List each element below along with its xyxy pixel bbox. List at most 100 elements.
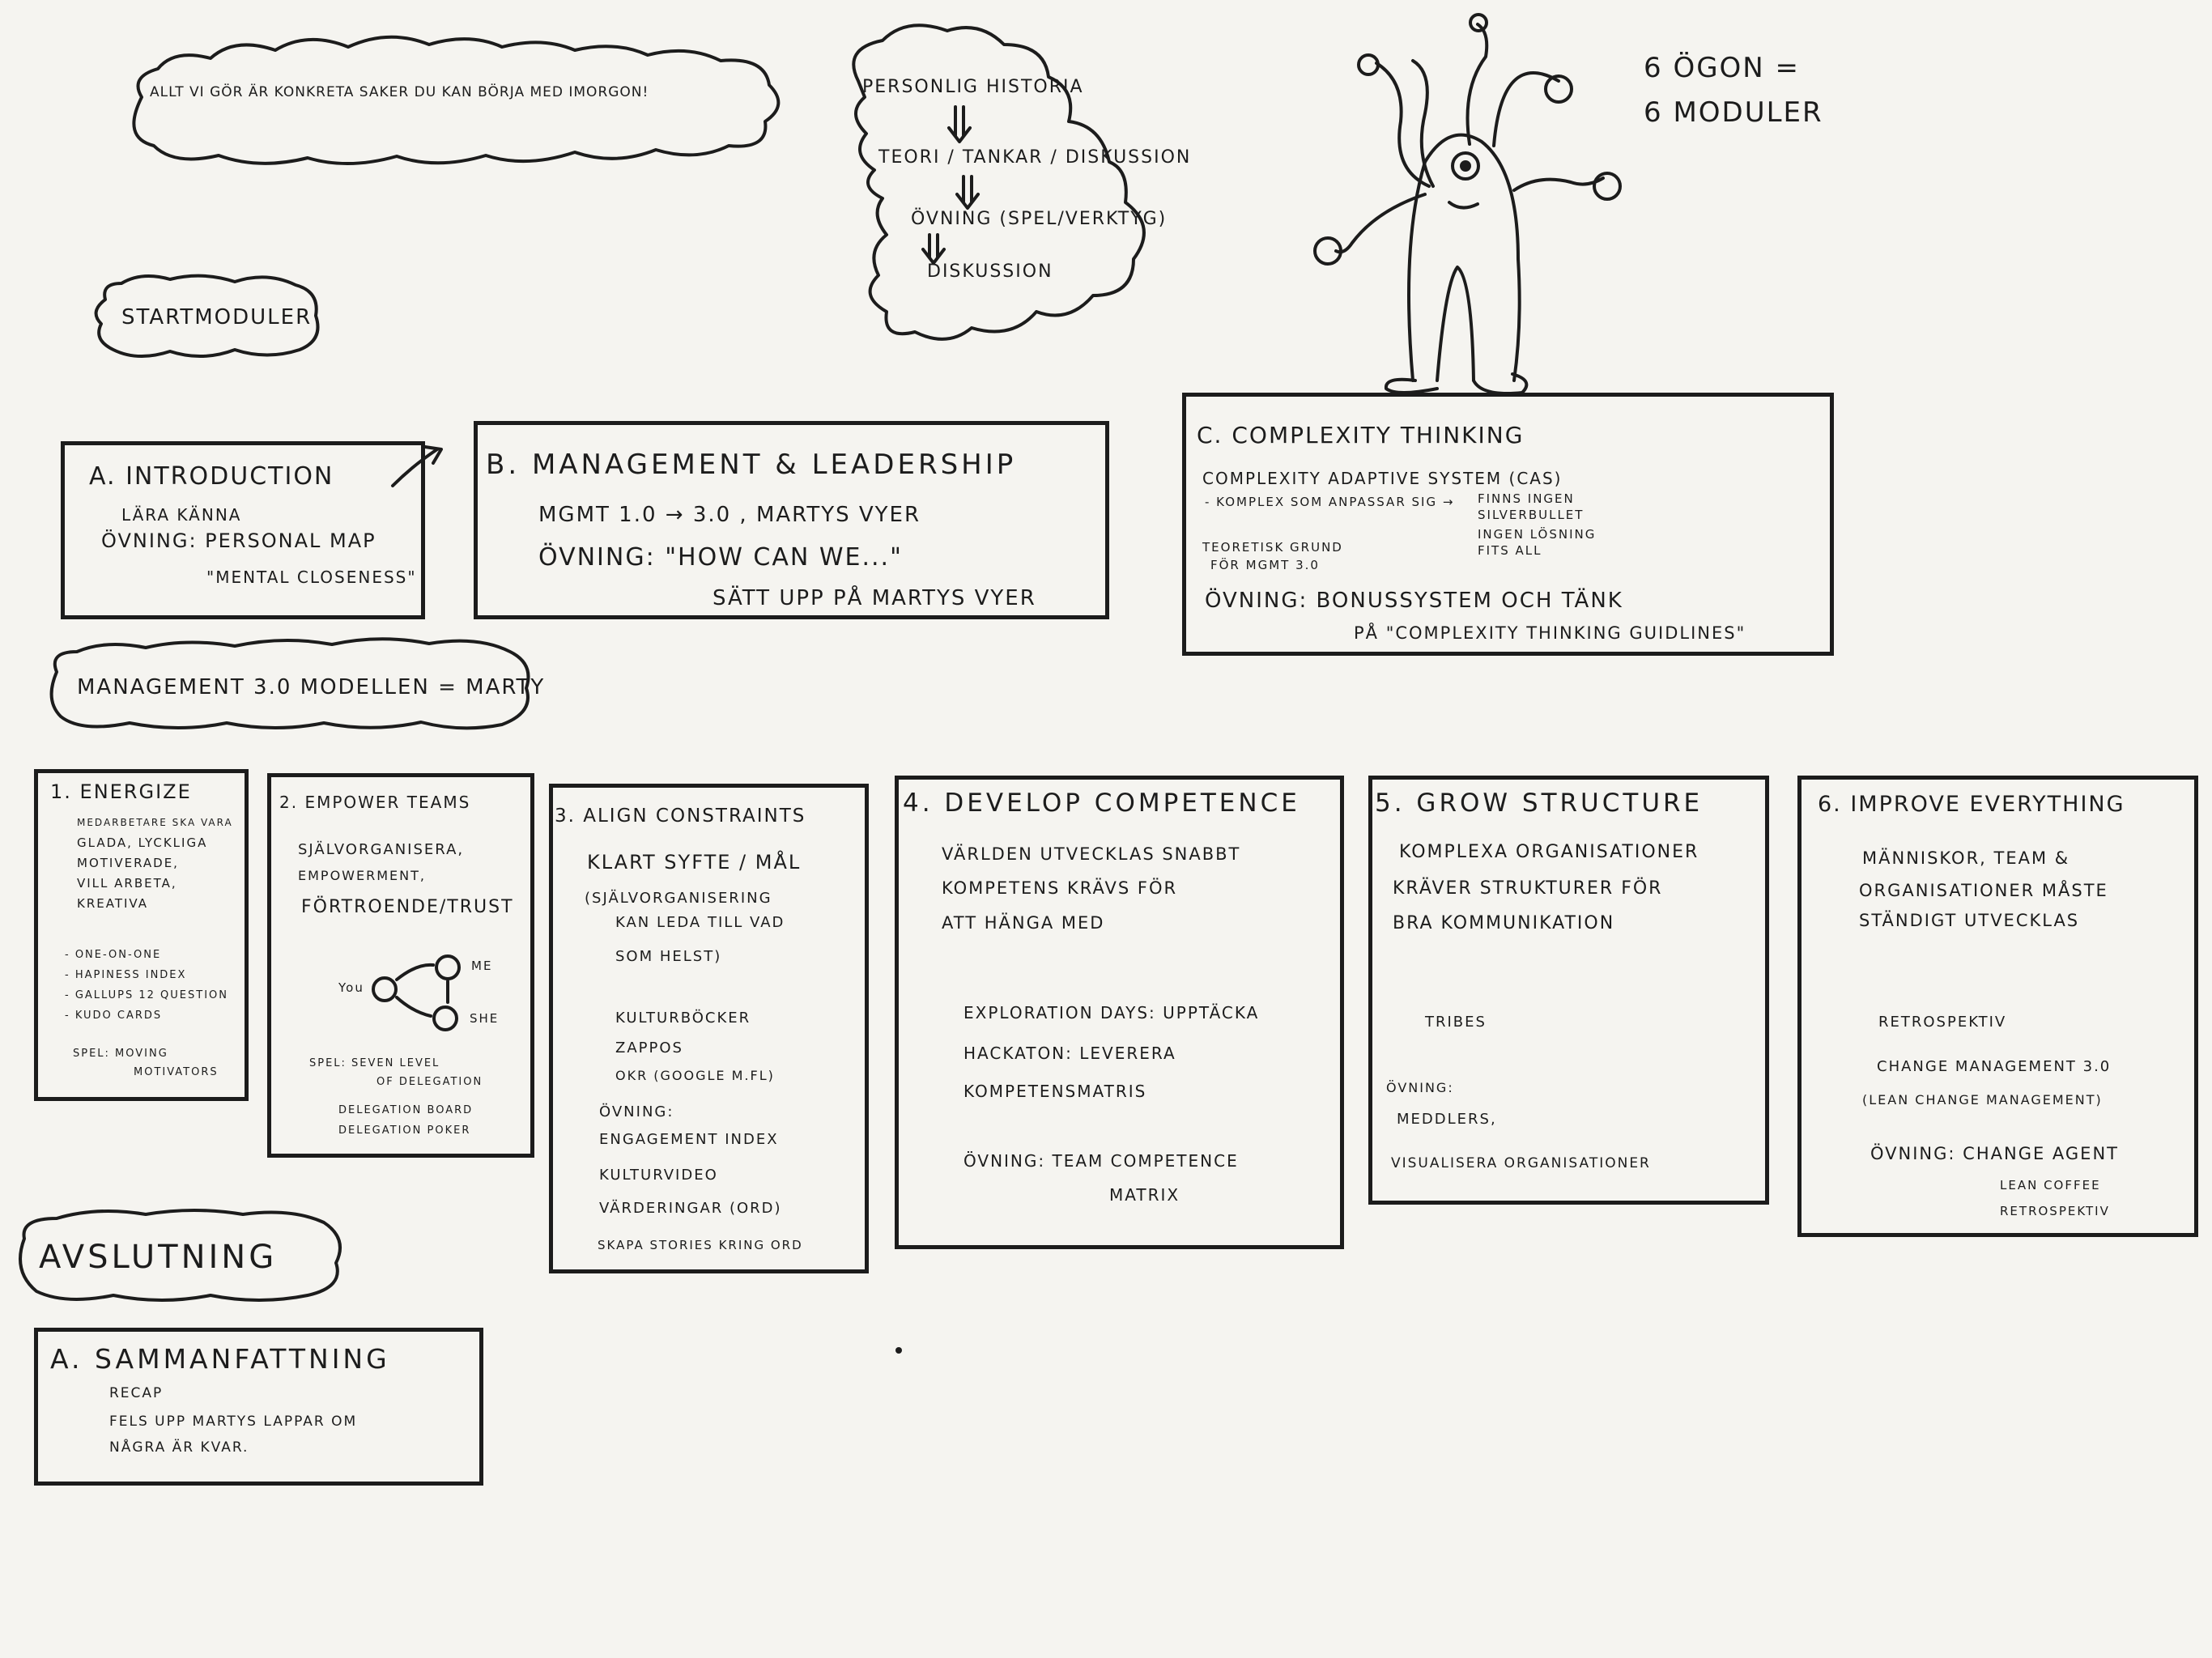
module-b-management-leadership — [474, 421, 1109, 619]
module-3-align-constraints — [549, 784, 869, 1273]
module-5-line-6: Meddlers, — [1397, 1111, 1497, 1128]
module-2-game-1: Spel: Seven level — [309, 1057, 440, 1069]
module-6-line-5: Change management 3.0 — [1877, 1058, 2112, 1075]
module-2-line-3: Förtroende/Trust — [301, 897, 514, 917]
module-1-line-2: glada, lyckliga — [77, 835, 208, 850]
module-2-game-3: Delegation Board — [338, 1104, 474, 1116]
module-6-line-9: Retrospektiv — [2000, 1204, 2110, 1218]
module-c-complexity-thinking — [1182, 393, 1834, 656]
flow-step-2: Teori / Tankar / Diskussion — [878, 147, 1192, 168]
flow-step-3: Övning (spel/verktyg) — [911, 209, 1168, 229]
model-label-cloud — [49, 637, 530, 730]
module-3-line-2: (självorganisering — [585, 890, 772, 907]
start-label-cloud — [94, 274, 320, 359]
module-5-line-7: visualisera organisationer — [1391, 1155, 1651, 1171]
flow-cloud — [852, 23, 1146, 341]
module-5-line-4: Tribes — [1425, 1014, 1487, 1031]
module-1-bullet-1: - One-on-one — [65, 949, 162, 961]
module-a-line-2: Övning: Personal Map — [101, 529, 376, 552]
empower-sketch-arrows — [372, 954, 461, 1031]
module-c-exercise-1: Övning: Bonussystem och tänk — [1205, 589, 1623, 613]
module-3-line-1: Klart syfte / mål — [587, 851, 802, 874]
closing-title: A. Sammanfattning — [50, 1343, 390, 1375]
module-1-line-1: Medarbetare ska vara — [77, 817, 233, 828]
stray-dot — [895, 1347, 902, 1354]
eyes-note-line-1: 6 ögon = — [1644, 52, 1801, 84]
module-2-line-2: Empowerment, — [298, 868, 426, 883]
tagline-text: Allt vi gör är konkreta saker du kan bör… — [150, 84, 649, 100]
module-3-line-12: Skapa stories kring ord — [598, 1238, 803, 1252]
module-c-basis-2: för MGMT 3.0 — [1210, 558, 1320, 572]
module-2-game-4: Delegation Poker — [338, 1124, 471, 1137]
module-3-line-11: Värderingar (ord) — [599, 1200, 782, 1217]
module-2-line-1: Självorganisera, — [298, 841, 465, 858]
module-1-line-4: vill arbeta, — [77, 876, 177, 891]
module-5-line-1: Komplexa organisationer — [1399, 842, 1699, 862]
module-2-game-2: of delegation — [376, 1076, 483, 1088]
module-6-line-7: Övning: Change agent — [1870, 1144, 2119, 1163]
module-a-title: A. Introduction — [89, 462, 334, 491]
module-c-title: C. Complexity Thinking — [1197, 422, 1525, 449]
module-6-line-6: (Lean Change Management) — [1862, 1092, 2103, 1107]
module-2-empower-teams — [267, 773, 534, 1158]
module-4-line-1: Världen utvecklas snabbt — [942, 844, 1241, 864]
module-c-cas-right-1: Finns ingen — [1478, 491, 1575, 506]
module-3-line-8: Övning: — [599, 1103, 674, 1120]
module-3-line-9: Engagement index — [599, 1131, 779, 1148]
module-6-line-2: organisationer måste — [1859, 881, 2108, 900]
intro-arrow — [391, 445, 443, 487]
eyes-note-line-2: 6 moduler — [1644, 96, 1823, 129]
module-6-line-3: ständigt utvecklas — [1859, 911, 2080, 930]
module-5-line-5: Övning: — [1386, 1080, 1454, 1095]
module-6-title: 6. Improve Everything — [1818, 792, 2125, 817]
module-3-line-5: Kulturböcker — [615, 1010, 751, 1027]
module-4-line-4: Exploration days: upptäcka — [963, 1003, 1260, 1022]
module-4-develop-competence — [895, 776, 1344, 1249]
module-4-line-7: Övning: Team competence — [963, 1151, 1239, 1171]
module-2-sketch-me: Me — [471, 959, 493, 973]
module-5-title: 5. Grow Structure — [1375, 789, 1704, 818]
closing-label-cloud — [19, 1209, 342, 1302]
module-6-line-8: Lean Coffee — [2000, 1178, 2101, 1192]
module-c-basis-1: Teoretisk grund — [1202, 540, 1343, 555]
module-4-line-5: Hackaton: leverera — [963, 1044, 1176, 1063]
closing-line-1: Recap — [109, 1385, 164, 1401]
module-1-line-5: kreativa — [77, 896, 148, 911]
module-c-cas: Complexity Adaptive System (CAS) — [1202, 469, 1563, 488]
module-a-line-3: "Mental closeness" — [206, 568, 417, 587]
flow-step-1: Personlig historia — [862, 77, 1084, 97]
module-1-bullet-2: - Hapiness index — [65, 969, 187, 981]
closing-label: Avslutning — [39, 1239, 278, 1276]
module-4-line-6: Kompetensmatris — [963, 1082, 1147, 1101]
closing-line-2: Fels upp Martys lappar om — [109, 1414, 358, 1430]
closing-line-3: några är kvar. — [109, 1439, 249, 1456]
flow-arrow-2 — [955, 175, 980, 210]
module-1-bullet-3: - Gallups 12 question — [65, 989, 228, 1001]
flow-arrow-1 — [947, 105, 972, 143]
monster-sketch — [1313, 13, 1622, 395]
closing-sammanfattning — [34, 1328, 483, 1486]
module-c-cas-right-2: silverbullet — [1478, 508, 1585, 522]
module-5-grow-structure — [1368, 776, 1769, 1205]
module-2-sketch-she: She — [470, 1011, 500, 1026]
module-3-line-4: som helst) — [615, 948, 722, 965]
start-modules-label: Startmoduler — [121, 305, 313, 329]
module-3-title: 3. Align Constraints — [555, 806, 806, 827]
module-a-line-1: Lära känna — [121, 505, 242, 525]
module-3-line-10: Kulturvideo — [599, 1167, 718, 1184]
module-2-title: 2. Empower Teams — [279, 793, 471, 812]
module-1-line-3: motiverade, — [77, 856, 179, 870]
module-4-line-2: kompetens krävs för — [942, 878, 1178, 898]
module-1-energize — [34, 769, 249, 1101]
module-6-line-4: Retrospektiv — [1878, 1014, 2007, 1031]
module-c-cas-right-3: ingen lösning — [1478, 527, 1597, 542]
module-b-line-1: MGMT 1.0 → 3.0 , Martys vyer — [538, 503, 921, 527]
module-a-introduction — [61, 441, 425, 619]
module-5-line-3: bra kommunikation — [1393, 913, 1615, 933]
module-6-line-1: Människor, team & — [1862, 848, 2070, 868]
module-1-game-1: Spel: Moving — [73, 1048, 168, 1060]
module-c-cas-desc: - Komplex som anpassar sig → — [1205, 495, 1455, 509]
module-c-cas-right-4: fits all — [1478, 543, 1542, 558]
module-b-title: B. Management & Leadership — [486, 449, 1017, 481]
